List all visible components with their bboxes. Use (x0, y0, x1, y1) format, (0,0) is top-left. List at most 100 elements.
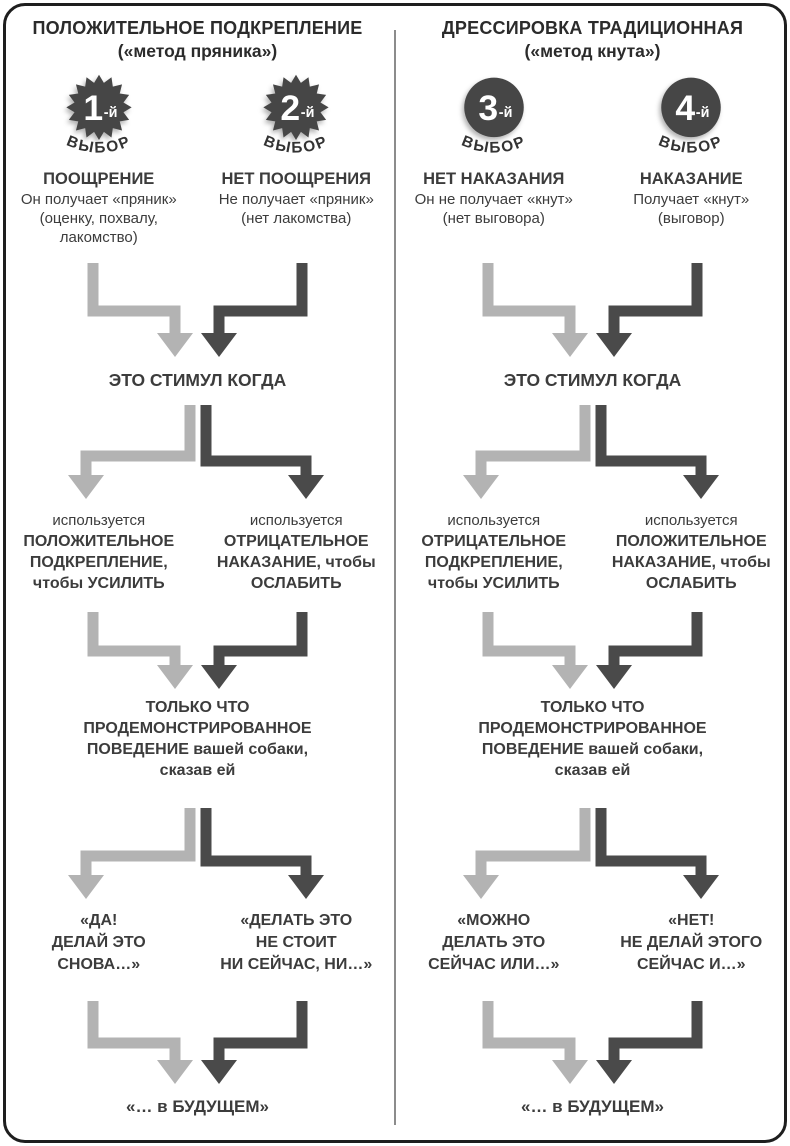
behavior-label: ТОЛЬКО ЧТО ПРОДЕМОНСТРИРОВАННОЕ ПОВЕДЕНИ… (0, 690, 395, 805)
quote-line: «МОЖНО (457, 912, 531, 929)
badge-number: 3 (478, 88, 498, 128)
stimulus-label: ЭТО СТИМУЛ КОГДА (503, 370, 682, 390)
column-subtitle: («метод пряника») (117, 41, 278, 61)
choice-line: Не получает «пряник» (218, 191, 374, 208)
choice-badge-2: 2 -й ВЫБОР (198, 69, 396, 165)
badge-number: 2 (281, 88, 301, 128)
diverge-arrows-1 (395, 403, 790, 500)
branch-intro: используется (644, 512, 738, 529)
converge-arrows-3 (395, 995, 790, 1085)
behavior-line: сказав ей (554, 762, 631, 779)
branch-text-1: используется ПОЛОЖИТЕЛЬНОЕ ПОДКРЕПЛЕНИЕ,… (0, 510, 198, 608)
stimulus-label: ЭТО СТИМУЛ КОГДА (108, 370, 287, 390)
branch-line: НАКАЗАНИЕ, чтобы (216, 554, 376, 571)
circle-badge-icon: 4 -й ВЫБОР (656, 77, 724, 157)
choice-line: Он не получает «кнут» (414, 191, 573, 208)
badge-row: 3 -й ВЫБОР 4 -й ВЫБОР (395, 65, 790, 165)
branch-line: НАКАЗАНИЕ, чтобы (611, 554, 771, 571)
behavior-line: ПОВЕДЕНИЕ вашей собаки, (86, 741, 309, 758)
branch-text-3: используется ОТРИЦАТЕЛЬНОЕ ПОДКРЕПЛЕНИЕ,… (395, 510, 593, 608)
converge-arrows-2 (395, 608, 790, 690)
column-subtitle: («метод кнута») (524, 41, 661, 61)
choice-text-1: ПООЩРЕНИЕ Он получает «пряник» (оценку, … (0, 168, 198, 255)
column-header: ДРЕССИРОВКА ТРАДИЦИОННАЯ («метод кнута») (395, 0, 790, 65)
behavior-line: ТОЛЬКО ЧТО (145, 699, 250, 716)
branch-line: ПОДКРЕПЛЕНИЕ, (424, 554, 563, 571)
converge-arrows-1 (395, 255, 790, 358)
behavior-line: сказав ей (159, 762, 236, 779)
circle-icon (463, 77, 524, 138)
quote-line: НИ СЕЙЧАС, НИ…» (220, 956, 373, 973)
badge-number: 1 (83, 88, 103, 128)
diverge-arrows-1 (0, 403, 395, 500)
choice-heading: ПООЩРЕНИЕ (43, 170, 155, 188)
quote-line: СНОВА…» (57, 956, 141, 973)
choice-row: ПООЩРЕНИЕ Он получает «пряник» (оценку, … (0, 165, 395, 255)
column-divider (394, 30, 396, 1125)
choice-heading: НАКАЗАНИЕ (639, 170, 743, 188)
column-traditional-training: ДРЕССИРОВКА ТРАДИЦИОННАЯ («метод кнута»)… (395, 0, 790, 1146)
quote-line: НЕ СТОИТ (255, 934, 337, 951)
branch-line: ПОЛОЖИТЕЛЬНОЕ (615, 533, 767, 550)
diverge-arrows-2 (0, 805, 395, 900)
quote-text-2: «ДЕЛАТЬ ЭТО НЕ СТОИТ НИ СЕЙЧАС, НИ…» (198, 910, 396, 995)
starburst-badge-icon: 2 -й ВЫБОР (261, 74, 329, 157)
quote-line: ДЕЛАЙ ЭТО (51, 934, 146, 951)
badge-number: 4 (676, 88, 696, 128)
choice-line: (нет выговора) (442, 210, 545, 227)
future-label: «… в БУДУЩЕМ» (125, 1097, 270, 1116)
choice-line: Он получает «пряник» (20, 191, 177, 208)
starburst-icon (66, 74, 132, 141)
quote-line: «НЕТ! (668, 912, 715, 929)
quote-line: СЕЙЧАС ИЛИ…» (428, 956, 560, 973)
choice-text-3: НЕТ НАКАЗАНИЯ Он не получает «кнут» (нет… (395, 168, 593, 255)
branch-line: чтобы УСИЛИТЬ (427, 575, 560, 592)
future-label: «… в БУДУЩЕМ» (520, 1097, 665, 1116)
branch-intro: используется (52, 512, 146, 529)
circle-icon (661, 77, 722, 138)
diverge-arrows-2 (395, 805, 790, 900)
choice-heading: НЕТ ПООЩРЕНИЯ (221, 170, 372, 188)
starburst-icon (263, 74, 329, 141)
branch-line: ОСЛАБИТЬ (250, 575, 342, 592)
branch-line: чтобы УСИЛИТЬ (32, 575, 165, 592)
badge-suffix: -й (499, 105, 513, 121)
behavior-label: ТОЛЬКО ЧТО ПРОДЕМОНСТРИРОВАННОЕ ПОВЕДЕНИ… (395, 690, 790, 805)
quote-line: НЕ ДЕЛАЙ ЭТОГО (620, 934, 763, 951)
choice-text-2: НЕТ ПООЩРЕНИЯ Не получает «пряник» (нет … (198, 168, 396, 255)
choice-line: лакомство) (59, 229, 138, 246)
quote-text-3: «МОЖНО ДЕЛАТЬ ЭТО СЕЙЧАС ИЛИ…» (395, 910, 593, 995)
quote-text-1: «ДА! ДЕЛАЙ ЭТО СНОВА…» (0, 910, 198, 995)
converge-arrows-2 (0, 608, 395, 690)
branch-line: ОСЛАБИТЬ (645, 575, 737, 592)
behavior-line: ПРОДЕМОНСТРИРОВАННОЕ (83, 720, 312, 737)
branch-text-4: используется ПОЛОЖИТЕЛЬНОЕ НАКАЗАНИЕ, чт… (593, 510, 790, 608)
circle-badge-icon: 3 -й ВЫБОР (459, 77, 527, 157)
choice-line: (нет лакомства) (241, 210, 352, 227)
choice-line: (оценку, похвалу, (39, 210, 158, 227)
column-title: ПОЛОЖИТЕЛЬНОЕ ПОДКРЕПЛЕНИЕ (32, 18, 363, 38)
choice-badge-1: 1 -й ВЫБОР (0, 69, 198, 165)
choice-line: (выговор) (657, 210, 725, 227)
quote-line: СЕЙЧАС И…» (636, 956, 746, 973)
badge-suffix: -й (301, 105, 315, 121)
branch-intro: используется (447, 512, 541, 529)
branch-line: ОТРИЦАТЕЛЬНОЕ (421, 533, 567, 550)
branch-intro: используется (249, 512, 343, 529)
quote-line: «ДЕЛАТЬ ЭТО (240, 912, 353, 929)
branch-text-2: используется ОТРИЦАТЕЛЬНОЕ НАКАЗАНИЕ, чт… (198, 510, 396, 608)
starburst-badge-icon: 1 -й ВЫБОР (64, 74, 132, 157)
badge-row: 1 -й ВЫБОР 2 -й ВЫБОР (0, 65, 395, 165)
badge-suffix: -й (696, 105, 710, 121)
quote-line: «ДА! (80, 912, 118, 929)
branch-row: используется ОТРИЦАТЕЛЬНОЕ ПОДКРЕПЛЕНИЕ,… (395, 500, 790, 608)
choice-badge-4: 4 -й ВЫБОР (593, 69, 790, 165)
branch-line: ПОЛОЖИТЕЛЬНОЕ (23, 533, 175, 550)
column-header: ПОЛОЖИТЕЛЬНОЕ ПОДКРЕПЛЕНИЕ («метод пряни… (0, 0, 395, 65)
converge-arrows-1 (0, 255, 395, 358)
choice-row: НЕТ НАКАЗАНИЯ Он не получает «кнут» (нет… (395, 165, 790, 255)
choice-line: Получает «кнут» (633, 191, 750, 208)
quote-line: ДЕЛАТЬ ЭТО (442, 934, 546, 951)
branch-row: используется ПОЛОЖИТЕЛЬНОЕ ПОДКРЕПЛЕНИЕ,… (0, 500, 395, 608)
